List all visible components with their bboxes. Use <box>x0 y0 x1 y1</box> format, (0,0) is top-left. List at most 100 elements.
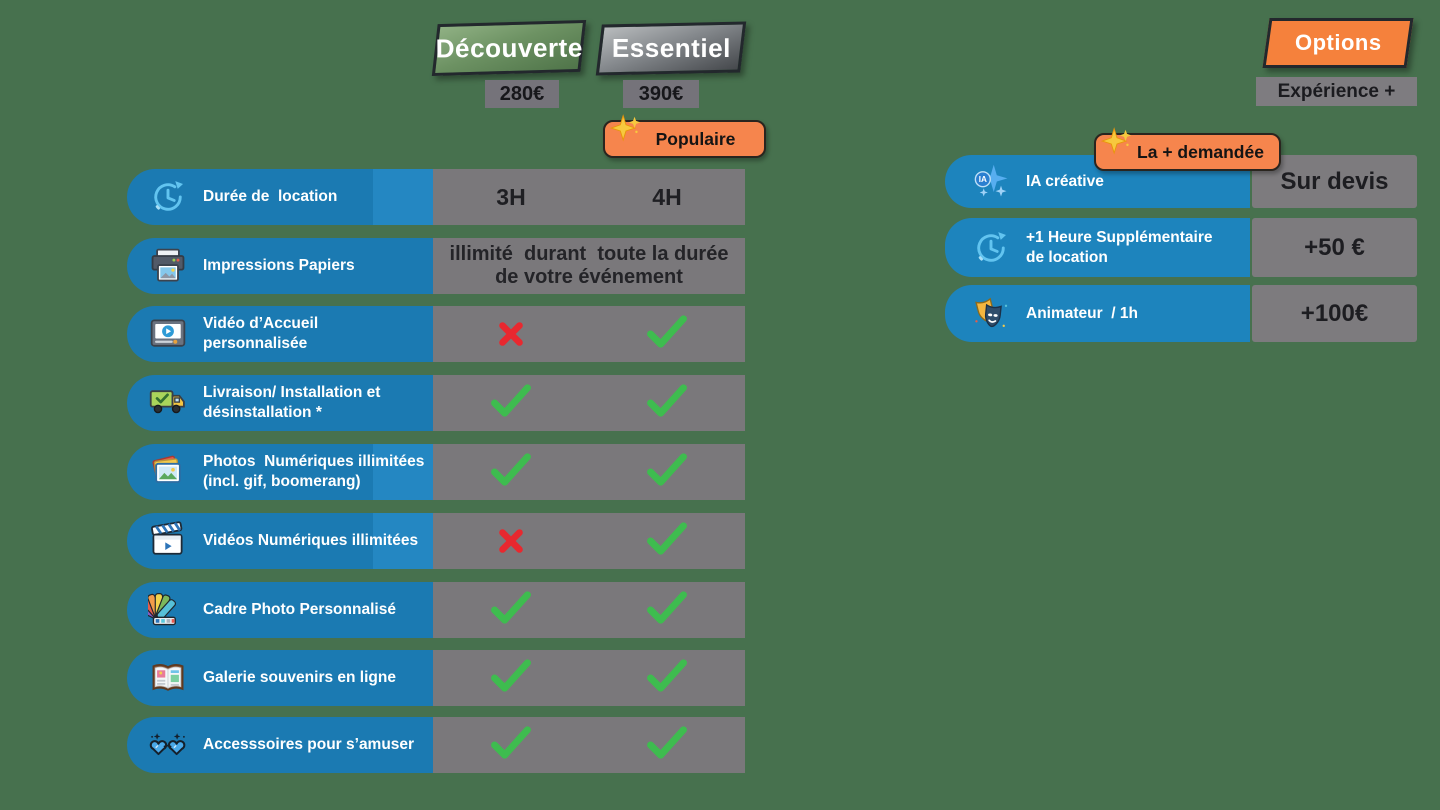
feature-label: Vidéo d’Accueil personnalisée <box>203 315 323 352</box>
experience-plus-box: Expérience + <box>1256 77 1417 106</box>
feature-value-span: illimité durant toute la durée de votre … <box>449 243 735 288</box>
decouverte-value-cell <box>433 306 589 362</box>
sparkle-icon <box>607 111 645 149</box>
decouverte-value-cell <box>433 444 589 500</box>
decouverte-value-cell <box>433 650 589 706</box>
feature-label-pill: Impressions Papiers <box>127 238 433 294</box>
essentiel-value-cell <box>589 444 745 500</box>
feature-label: Galerie souvenirs en ligne <box>203 669 396 687</box>
populaire-badge-label: Populaire <box>655 128 736 149</box>
value-cells <box>433 444 745 500</box>
essentiel-button[interactable]: Essentiel <box>595 21 747 76</box>
masks-icon <box>971 294 1011 334</box>
feature-label-pill: Accesssoires pour s’amuser <box>127 717 433 773</box>
feature-values <box>433 444 745 500</box>
feature-values <box>433 306 745 362</box>
video-icon <box>148 314 188 354</box>
check-icon <box>644 315 690 353</box>
feature-label-pill: Galerie souvenirs en ligne <box>127 650 433 706</box>
demandee-badge-label: La + demandée <box>1137 141 1264 162</box>
value-cells <box>433 582 745 638</box>
essentiel-value-cell <box>589 650 745 706</box>
decouverte-value-cell <box>433 717 589 773</box>
decouverte-button[interactable]: Découverte <box>431 19 587 77</box>
check-icon <box>644 384 690 422</box>
feature-label: Vidéos Numériques illimitées <box>203 532 419 550</box>
feature-values <box>433 582 745 638</box>
ai-sparkle-icon: IA <box>971 162 1011 202</box>
clock-icon <box>971 228 1011 268</box>
feature-label-pill: Vidéo d’Accueil personnalisée <box>127 306 433 362</box>
essentiel-value-cell <box>589 375 745 431</box>
option-label: Animateur / 1h <box>1026 304 1138 322</box>
check-icon <box>644 453 690 491</box>
feature-label: Cadre Photo Personnalisé <box>203 601 396 619</box>
check-icon <box>644 659 690 697</box>
cross-icon <box>494 524 528 558</box>
cross-icon <box>494 317 528 351</box>
option-label: +1 Heure Supplémentaire de location <box>1026 228 1217 266</box>
feature-label-pill: Cadre Photo Personnalisé <box>127 582 433 638</box>
feature-values <box>433 513 745 569</box>
feature-label: Photos Numériques illimitées (incl. gif,… <box>203 453 429 490</box>
sparkle-icon <box>1098 124 1136 162</box>
option-label-pill: Animateur / 1h <box>945 285 1250 342</box>
feature-values <box>433 717 745 773</box>
feature-label: Impressions Papiers <box>203 257 355 275</box>
palette-icon <box>148 590 188 630</box>
decouverte-value-cell: 3H <box>496 183 526 210</box>
check-icon <box>488 591 534 629</box>
essentiel-value-cell <box>589 513 745 569</box>
check-icon <box>488 384 534 422</box>
value-cells: 3H 4H <box>433 169 745 225</box>
populaire-badge: Populaire <box>603 114 766 158</box>
gallery-icon <box>148 658 188 698</box>
essentiel-price: 390€ <box>623 80 699 108</box>
check-icon <box>488 453 534 491</box>
option-value: +100€ <box>1252 285 1417 342</box>
decouverte-price: 280€ <box>485 80 559 108</box>
essentiel-value-cell <box>589 306 745 362</box>
feature-label: Livraison/ Installation et désinstallati… <box>203 384 385 421</box>
feature-values: 3H 4H <box>433 169 745 225</box>
feature-values <box>433 375 745 431</box>
essentiel-value-cell <box>589 717 745 773</box>
clapperboard-icon <box>148 521 188 561</box>
party-glasses-icon <box>148 725 188 765</box>
check-icon <box>644 726 690 764</box>
pill-highlight-band <box>373 169 433 225</box>
option-value: +50 € <box>1252 218 1417 277</box>
feature-values <box>433 650 745 706</box>
check-icon <box>644 522 690 560</box>
feature-values: illimité durant toute la durée de votre … <box>433 238 745 294</box>
check-icon <box>488 726 534 764</box>
option-value: Sur devis <box>1252 155 1417 208</box>
value-cells <box>433 717 745 773</box>
check-icon <box>644 591 690 629</box>
essentiel-value-cell <box>589 582 745 638</box>
options-label: Options <box>1294 30 1382 55</box>
feature-label-pill: Vidéos Numériques illimitées <box>127 513 433 569</box>
feature-label: Durée de location <box>203 188 338 206</box>
check-icon <box>488 659 534 697</box>
essentiel-value-cell: 4H <box>652 183 682 210</box>
decouverte-value-cell <box>433 582 589 638</box>
value-cells <box>433 513 745 569</box>
clock-icon <box>148 177 188 217</box>
truck-icon <box>148 383 188 423</box>
decouverte-label: Découverte <box>435 32 583 63</box>
options-button[interactable]: Options <box>1262 18 1414 68</box>
pill-highlight-band <box>373 444 433 500</box>
value-cells <box>433 650 745 706</box>
option-label: IA créative <box>1026 172 1104 190</box>
essentiel-label: Essentiel <box>611 32 731 64</box>
feature-label-pill: Durée de location <box>127 169 433 225</box>
printer-icon <box>148 246 188 286</box>
pill-highlight-band <box>373 513 433 569</box>
feature-label: Accesssoires pour s’amuser <box>203 736 415 754</box>
feature-label-pill: Livraison/ Installation et désinstallati… <box>127 375 433 431</box>
decouverte-value-cell <box>433 513 589 569</box>
photos-icon <box>148 452 188 492</box>
decouverte-value-cell <box>433 375 589 431</box>
